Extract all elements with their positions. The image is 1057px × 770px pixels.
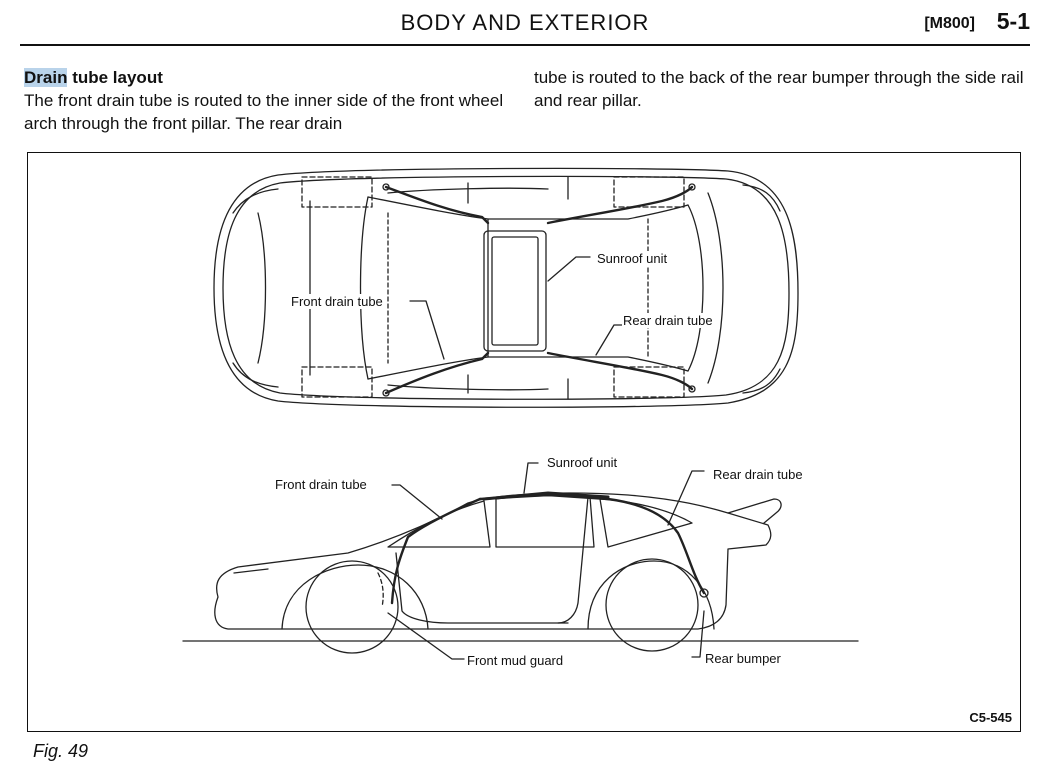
section-heading-rest: tube layout [67,68,163,87]
figure-code: C5-545 [969,710,1012,725]
side-rear-drain-tube-label: Rear drain tube [712,467,804,482]
drain-tube-diagram [182,167,859,660]
figure-number: Fig. 49 [33,741,89,761]
top-sunroof-unit-label: Sunroof unit [596,251,669,266]
page-title: BODY AND EXTERIOR [400,10,650,35]
page-number: 5-1 [996,8,1030,34]
car-side-view [182,462,859,660]
side-front-drain-tube-label: Front drain tube [274,477,368,492]
paragraph-right: tube is routed to the back of the rear b… [534,68,1024,110]
front-mud-guard-label: Front mud guard [466,653,565,668]
section-heading: Drain tube layout [24,66,512,89]
text-column-right: tube is routed to the back of the rear b… [534,66,1028,112]
text-column-left: Drain tube layout The front drain tube i… [24,66,512,135]
page-header: BODY AND EXTERIOR [M800] 5-1 [20,0,1030,46]
paragraph-left: The front drain tube is routed to the in… [24,91,504,133]
figure-frame: Sunroof unit Front drain tube Rear drain… [27,152,1021,732]
side-sunroof-unit-label: Sunroof unit [546,455,619,470]
model-code: [M800] [924,15,975,32]
car-top-view [213,167,799,408]
top-front-drain-tube-label: Front drain tube [290,294,384,309]
highlighted-word[interactable]: Drain [24,68,68,87]
rear-bumper-label: Rear bumper [704,651,782,666]
top-rear-drain-tube-label: Rear drain tube [622,313,714,328]
